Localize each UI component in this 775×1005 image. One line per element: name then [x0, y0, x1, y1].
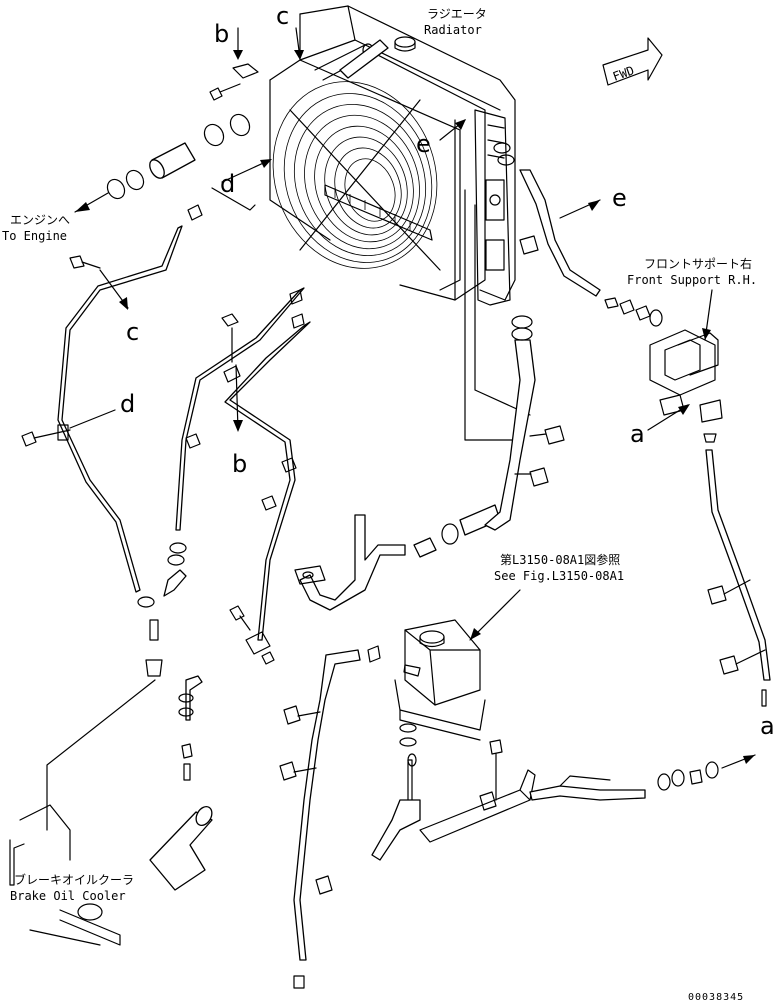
brake-cooler-label-jp: ブレーキオイルクーラ [14, 872, 134, 887]
callout-e-top: e [416, 130, 431, 158]
right-hose [705, 449, 771, 707]
brake-oil-cooler [9, 804, 121, 946]
radiator-label-en: Radiator [424, 23, 482, 37]
to-engine-label-en: To Engine [2, 229, 67, 243]
fan-guard [272, 81, 441, 271]
front-support-label-jp: フロントサポート右 [644, 256, 752, 271]
left-pipes [21, 225, 311, 641]
callout-b-top: b [214, 20, 229, 48]
front-support-label-en: Front Support R.H. [627, 273, 757, 287]
drawing-number: 00038345 [688, 992, 744, 1003]
upper-hose-parts [106, 63, 259, 221]
radiator-assembly [269, 5, 516, 306]
radiator-label-jp: ラジエータ [427, 7, 487, 21]
fwd-label: FWD [611, 63, 636, 84]
fwd-arrow-icon: FWD [602, 37, 663, 86]
see-fig-label-jp: 第L3150-08A1図参照 [500, 552, 620, 567]
tank-left-hoses [279, 649, 361, 989]
callout-b-middle: b [232, 450, 247, 478]
callout-e-right: e [612, 184, 627, 212]
middle-lower-pipes [149, 605, 275, 891]
center-pipes [294, 142, 601, 611]
callout-d-top: d [220, 170, 235, 198]
see-fig-label-en: See Fig.L3150-08A1 [494, 569, 624, 583]
front-support [604, 297, 723, 443]
callout-d-left: d [120, 390, 135, 418]
callout-a-lower: a [760, 712, 775, 740]
lower-center-pipes [371, 739, 719, 861]
brake-cooler-fittings [137, 542, 187, 677]
to-engine-label-jp: エンジンへ [10, 213, 70, 227]
callout-a-support: a [630, 420, 645, 448]
brake-cooler-label-en: Brake Oil Cooler [10, 889, 126, 903]
callout-c-top: c [276, 2, 289, 30]
callout-c-left: c [126, 318, 139, 346]
reservoir-tank [367, 619, 486, 767]
